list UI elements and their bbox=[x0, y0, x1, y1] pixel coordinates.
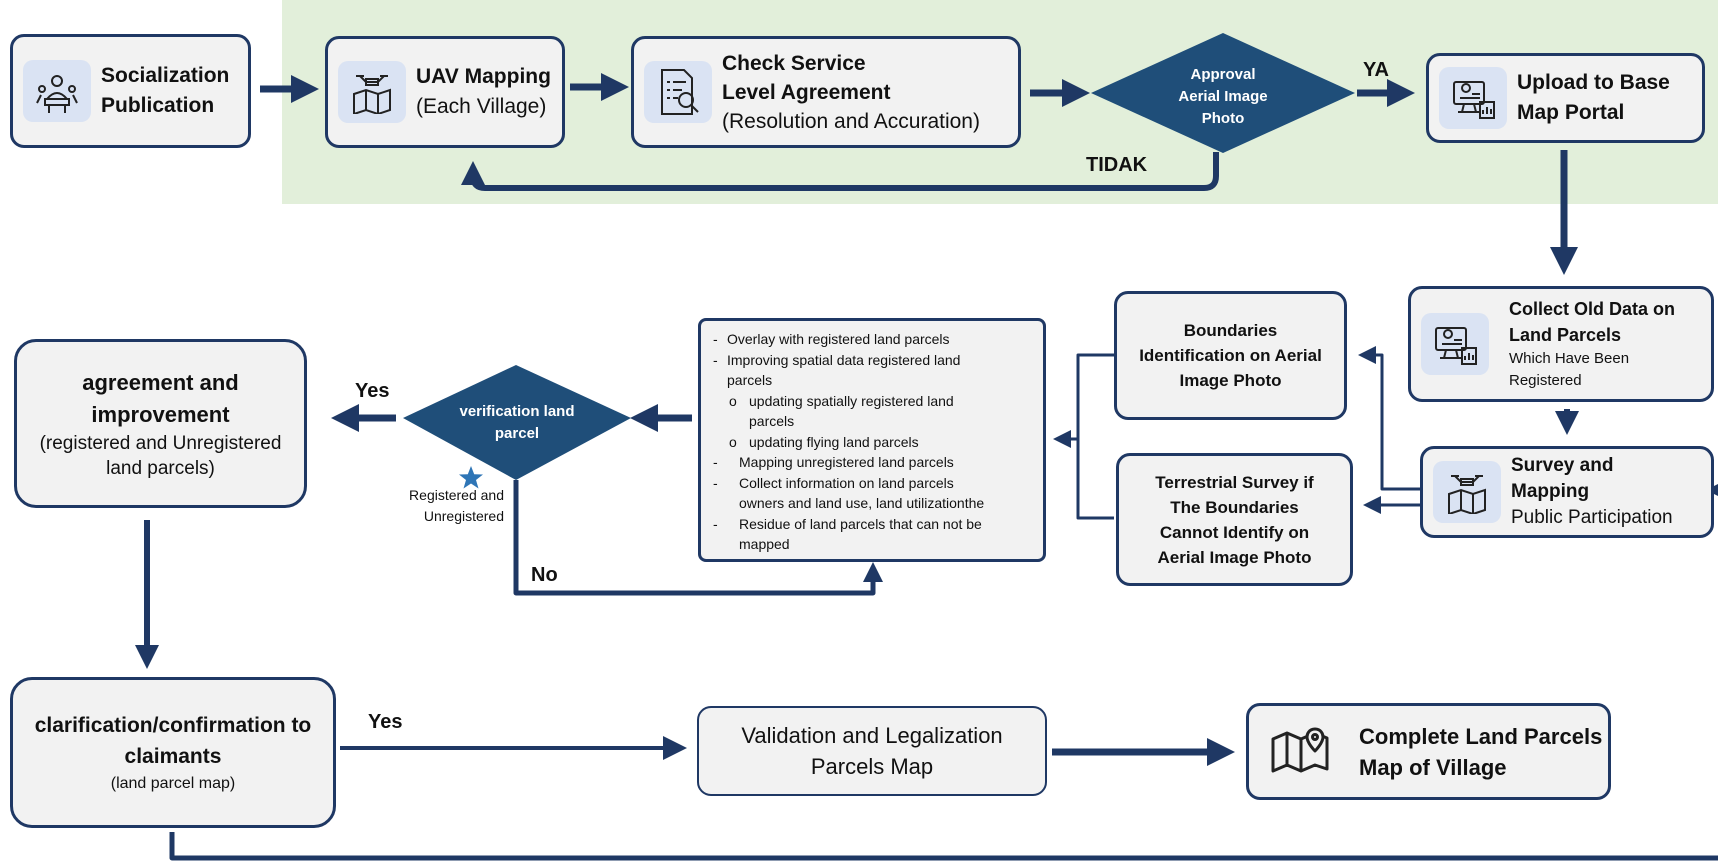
meeting-icon bbox=[23, 60, 91, 122]
registered-unregistered-note: Registered and Unregistered bbox=[380, 485, 504, 527]
label-tidak: TIDAK bbox=[1086, 154, 1148, 176]
arrow-survey-to-boundaries bbox=[1358, 346, 1421, 491]
step-item: Overlay with registered land parcels bbox=[713, 329, 984, 350]
survey-line-2: Mapping bbox=[1511, 481, 1590, 502]
collect-line-2: Land Parcels bbox=[1509, 325, 1622, 345]
step-item: Improving spatial data registered land pa… bbox=[713, 350, 984, 391]
approval-diamond bbox=[1091, 33, 1355, 153]
document-check-icon bbox=[644, 61, 712, 123]
steps-list: Overlay with registered land parcels Imp… bbox=[713, 329, 984, 555]
feedback-line-clarification bbox=[169, 832, 1718, 861]
validation-line-1: Validation and Legalization bbox=[741, 723, 1003, 748]
uav-mapping-title: UAV Mapping bbox=[416, 65, 551, 88]
validation-legalization-box: Validation and Legalization Parcels Map bbox=[697, 706, 1047, 796]
complete-line-2: Map of Village bbox=[1359, 754, 1507, 780]
clarification-line-1: clarification/confirmation to bbox=[34, 713, 312, 737]
step-updating-spatial-1: updating spatially registered land bbox=[749, 392, 954, 409]
terrestrial-line-3: Cannot Identify on bbox=[1159, 522, 1310, 542]
star-icon bbox=[459, 466, 483, 489]
step-subitem: updating spatially registered land parcel… bbox=[713, 391, 984, 432]
collect-old-data-box: Collect Old Data on Land Parcels Which H… bbox=[1408, 286, 1714, 402]
boundaries-identification-box: Boundaries Identification on Aerial Imag… bbox=[1114, 291, 1347, 420]
label-ya: YA bbox=[1363, 59, 1389, 81]
complete-map-box: Complete Land Parcels Map of Village bbox=[1246, 703, 1611, 800]
monitor-chart-icon bbox=[1421, 313, 1489, 375]
clarification-sub: (land parcel map) bbox=[110, 774, 236, 792]
step-updating-spatial-2: parcels bbox=[749, 413, 795, 429]
complete-line-1: Complete Land Parcels bbox=[1359, 723, 1603, 749]
verification-line-2: parcel bbox=[494, 425, 540, 442]
upload-line-1: Upload to Base bbox=[1517, 71, 1670, 94]
clarification-line-2: claimants bbox=[124, 744, 222, 768]
step-overlay: Overlay with registered land parcels bbox=[727, 331, 950, 347]
boundaries-line-2: Identification on Aerial bbox=[1139, 346, 1322, 365]
socialization-box: Socialization Publication bbox=[10, 34, 251, 148]
step-item: Collect information on land parcels owner… bbox=[713, 473, 984, 514]
step-improving-2: parcels bbox=[727, 372, 773, 388]
drone-map-icon bbox=[1433, 461, 1501, 523]
process-steps-box: Overlay with registered land parcels Imp… bbox=[698, 318, 1046, 562]
boundaries-line-3: Image Photo bbox=[1179, 371, 1282, 390]
agreement-line-2: improvement bbox=[91, 401, 230, 427]
boundaries-line-1: Boundaries bbox=[1183, 321, 1278, 340]
check-sla-line-2: Level Agreement bbox=[722, 80, 891, 104]
check-sla-line-1: Check Service bbox=[722, 51, 866, 75]
survey-sub: Public Participation bbox=[1511, 507, 1673, 528]
collect-line-1: Collect Old Data on bbox=[1509, 299, 1676, 319]
label-no-verification: No bbox=[531, 564, 558, 586]
step-updating-flying: updating flying land parcels bbox=[749, 433, 919, 450]
map-pin-icon bbox=[1269, 725, 1333, 778]
terrestrial-survey-box: Terrestrial Survey if The Boundaries Can… bbox=[1116, 453, 1353, 586]
step-collect-info-2: owners and land use, land utilizationthe bbox=[739, 495, 985, 511]
registered-note-line-2: Unregistered bbox=[423, 508, 504, 524]
terrestrial-line-2: The Boundaries bbox=[1170, 497, 1299, 517]
verification-line-1: verification land bbox=[459, 403, 575, 420]
label-yes-verification: Yes bbox=[355, 380, 390, 402]
agreement-sub-1: (registered and Unregistered bbox=[39, 432, 282, 454]
socialization-line-2: Publication bbox=[101, 94, 215, 117]
uav-mapping-box: UAV Mapping (Each Village) bbox=[325, 36, 565, 148]
arrow-boundaries-terrestrial-to-steps bbox=[1056, 353, 1114, 520]
arrow-verification-no-to-steps bbox=[513, 480, 883, 596]
verification-diamond-label: verification land parcel bbox=[434, 401, 600, 445]
clarification-box: clarification/confirmation to claimants … bbox=[10, 677, 336, 828]
validation-line-2: Parcels Map bbox=[810, 754, 934, 779]
check-sla-box: Check Service Level Agreement (Resolutio… bbox=[631, 36, 1021, 148]
collect-sub-1: Which Have Been bbox=[1509, 350, 1630, 367]
verification-diamond bbox=[403, 365, 631, 480]
step-collect-info-1: Collect information on land parcels bbox=[739, 474, 954, 491]
approval-diamond-label: Approval Aerial Image Photo bbox=[1148, 64, 1298, 130]
arrow-approval-no-back-to-uav bbox=[461, 152, 1219, 191]
uav-mapping-sub: (Each Village) bbox=[416, 95, 547, 118]
step-improving-1: Improving spatial data registered land bbox=[727, 351, 961, 368]
step-item: Residue of land parcels that can not be m… bbox=[713, 514, 984, 555]
survey-line-1: Survey and bbox=[1511, 455, 1614, 476]
terrestrial-line-1: Terrestrial Survey if bbox=[1155, 472, 1314, 492]
step-mapping-unregistered: Mapping unregistered land parcels bbox=[739, 454, 954, 470]
approval-line-1: Approval bbox=[1190, 66, 1256, 83]
upload-box: Upload to Base Map Portal bbox=[1426, 53, 1705, 143]
socialization-line-1: Socialization bbox=[101, 64, 230, 87]
collect-sub-2: Registered bbox=[1509, 372, 1582, 389]
upload-line-2: Map Portal bbox=[1517, 101, 1625, 124]
label-yes-clarification: Yes bbox=[368, 711, 403, 733]
survey-mapping-box: Survey and Mapping Public Participation bbox=[1420, 446, 1714, 538]
step-subitem: updating flying land parcels bbox=[713, 432, 984, 453]
step-item: Mapping unregistered land parcels bbox=[713, 452, 984, 473]
approval-line-3: Photo bbox=[1201, 110, 1245, 127]
agreement-improvement-box: agreement and improvement (registered an… bbox=[14, 339, 307, 508]
check-sla-sub: (Resolution and Accuration) bbox=[722, 109, 980, 133]
drone-map-icon bbox=[338, 61, 406, 123]
step-residue-1: Residue of land parcels that can not be bbox=[739, 515, 982, 532]
monitor-chart-icon bbox=[1439, 67, 1507, 129]
step-residue-2: mapped bbox=[739, 536, 790, 552]
registered-note-line-1: Registered and bbox=[409, 487, 504, 503]
approval-line-2: Aerial Image bbox=[1178, 88, 1268, 105]
terrestrial-line-4: Aerial Image Photo bbox=[1157, 547, 1312, 567]
agreement-line-1: agreement and bbox=[82, 369, 239, 395]
agreement-sub-2: land parcels) bbox=[106, 457, 215, 479]
